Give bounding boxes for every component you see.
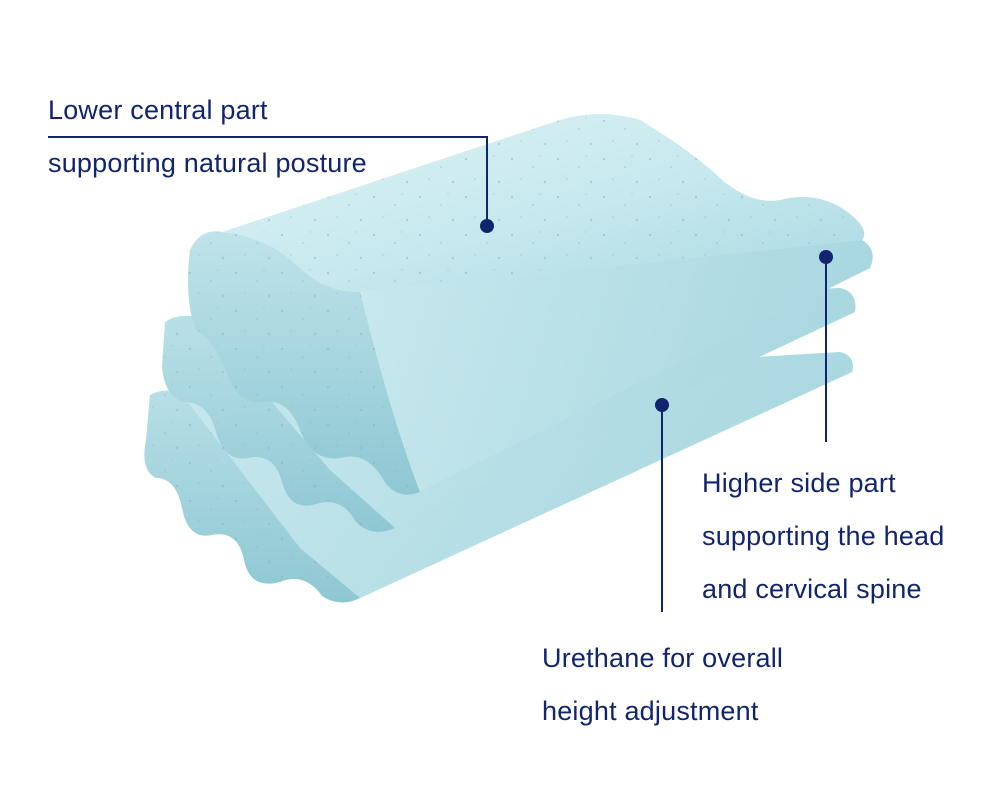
- top-contour-layer: [188, 114, 873, 495]
- leader-central: [48, 136, 488, 226]
- callout-urethane-line1: Urethane for overall: [542, 643, 784, 673]
- leader-lines: [48, 136, 833, 612]
- callout-central-part: Lower central part supporting natural po…: [48, 84, 367, 190]
- marker-side: [819, 250, 833, 264]
- callout-side-part: Higher side part supporting the head and…: [702, 457, 945, 616]
- callout-side-line1: Higher side part: [702, 468, 896, 498]
- callout-side-line2: supporting the head: [702, 521, 945, 551]
- callout-central-line2: supporting natural posture: [48, 148, 367, 178]
- callout-urethane: Urethane for overall height adjustment: [542, 632, 783, 738]
- callout-central-line1: Lower central part: [48, 95, 268, 125]
- callout-side-line3: and cervical spine: [702, 574, 922, 604]
- marker-urethane: [655, 398, 669, 412]
- callout-urethane-line2: height adjustment: [542, 696, 759, 726]
- marker-central: [480, 219, 494, 233]
